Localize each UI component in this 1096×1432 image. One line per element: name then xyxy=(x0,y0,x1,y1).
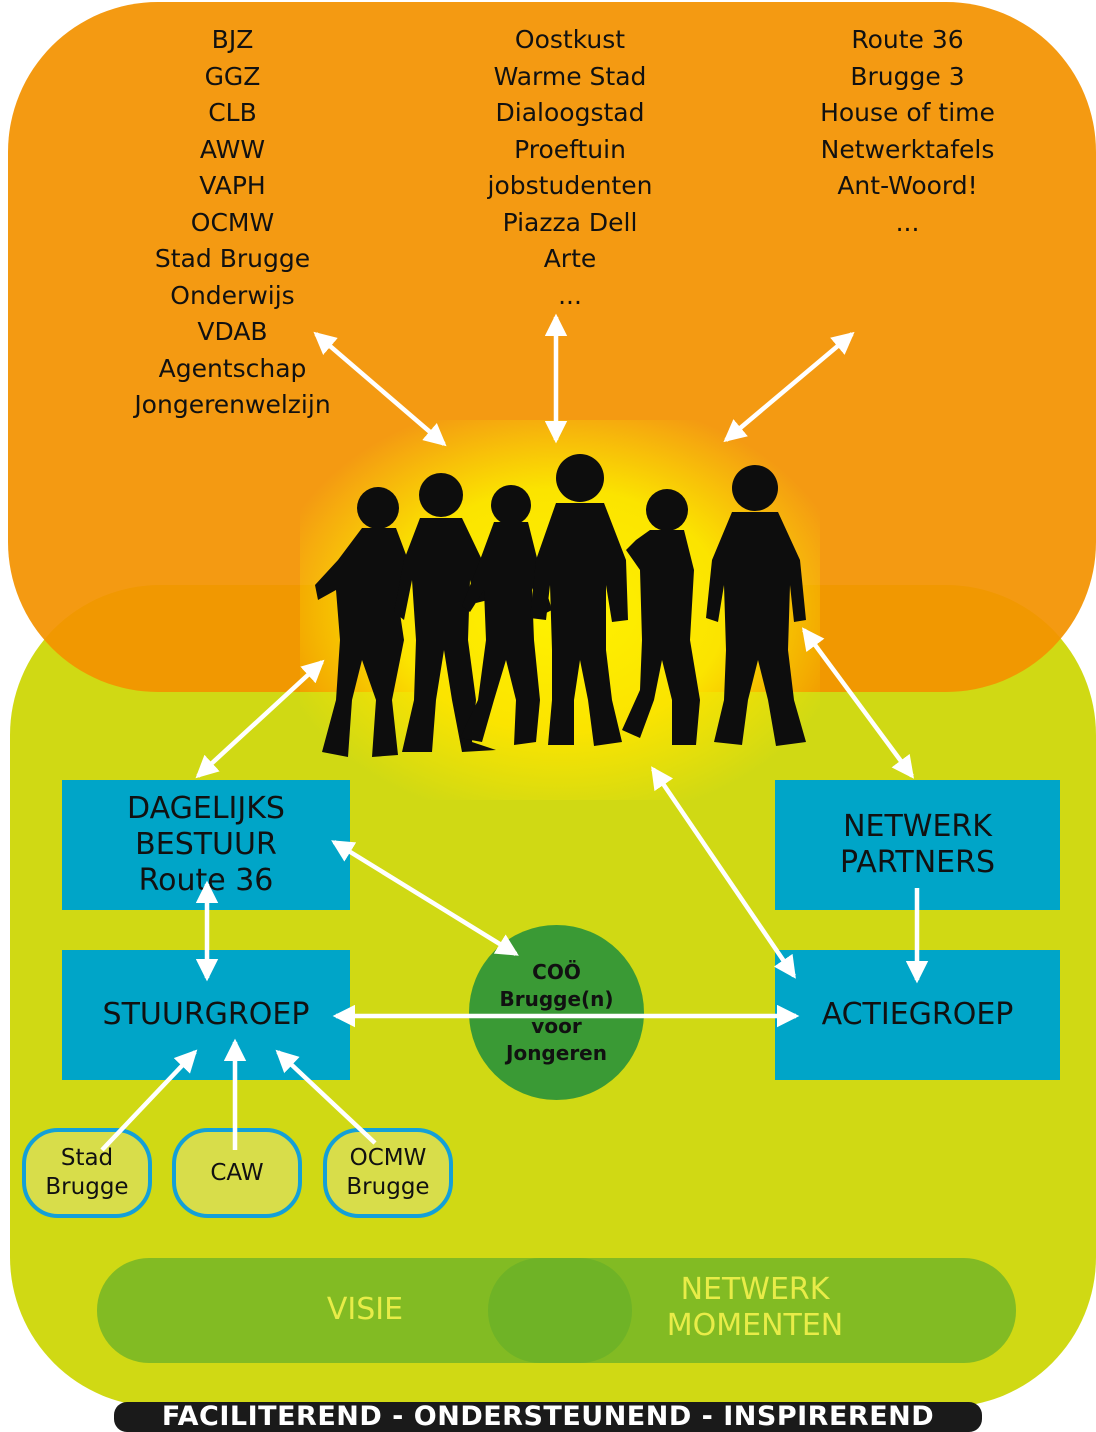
partner-item: Route 36 xyxy=(851,25,964,54)
double-arrow-icon xyxy=(331,840,519,956)
partner-item: Ant-Woord! xyxy=(837,171,978,200)
pill-line: CAW xyxy=(210,1159,264,1186)
partner-item: OCMW xyxy=(190,207,275,237)
netwerkmomenten-band xyxy=(488,1258,1016,1363)
partner-list-left: BJZ GGZ CLB AWW VAPH OCMW Stad Brugge On… xyxy=(120,22,345,424)
box-line: BESTUUR xyxy=(135,827,277,862)
partner-item: Piazza Dell xyxy=(502,207,638,237)
partner-item: VAPH xyxy=(199,171,266,200)
band-line: MOMENTEN xyxy=(666,1308,844,1343)
double-arrow-icon xyxy=(651,766,796,979)
partner-item: Dialoogstad xyxy=(495,98,645,127)
double-arrow-icon xyxy=(723,331,855,443)
single-arrow xyxy=(275,1049,377,1145)
double-arrow-icon xyxy=(801,627,915,779)
partner-item: Oostkust xyxy=(514,25,626,54)
visie-label: VISIE xyxy=(326,1292,404,1327)
partner-item: CLB xyxy=(208,98,257,127)
partner-item: Netwerktafels xyxy=(820,134,995,164)
partner-list-middle: Oostkust Warme Stad Dialoogstad Proeftui… xyxy=(445,22,695,314)
box-line: STUURGROEP xyxy=(102,997,310,1032)
pill-line: Brugge xyxy=(346,1174,430,1200)
band-line: NETWERK xyxy=(680,1272,830,1307)
pill-stad-brugge: Stad Brugge xyxy=(22,1128,152,1218)
partner-item: BJZ xyxy=(211,25,254,54)
pill-line: OCMW xyxy=(349,1145,427,1171)
partner-item: Onderwijs xyxy=(170,280,295,310)
partner-item: Proeftuin xyxy=(514,134,626,164)
box-line: PARTNERS xyxy=(840,845,995,880)
circle-line: COÖ xyxy=(532,959,581,984)
box-line: NETWERK xyxy=(843,809,992,844)
partner-item: AWW xyxy=(199,134,266,164)
partner-list-right: Route 36 Brugge 3 House of time Netwerkt… xyxy=(790,22,1025,241)
partner-item: ... xyxy=(895,207,920,237)
partner-item: jobstudenten xyxy=(487,171,653,200)
partner-item: House of time xyxy=(820,98,995,127)
partner-item: Brugge 3 xyxy=(850,61,965,91)
pill-ocmw-brugge: OCMW Brugge xyxy=(323,1128,453,1218)
partner-item: Jongerenwelzijn xyxy=(134,390,331,419)
partner-item: Stad Brugge xyxy=(154,244,311,273)
single-arrow xyxy=(100,1049,198,1152)
partner-item: Arte xyxy=(543,244,597,273)
partner-item: GGZ xyxy=(204,61,261,91)
circle-line: Jongeren xyxy=(506,1040,607,1065)
pill-line: Brugge xyxy=(45,1174,129,1200)
box-line: ACTIEGROEP xyxy=(821,997,1014,1032)
partner-item: Warme Stad xyxy=(493,61,647,91)
double-arrow-icon xyxy=(195,659,325,779)
box-line: DAGELIJKS xyxy=(127,791,285,826)
partner-item: Agentschap xyxy=(158,353,307,383)
partner-item: VDAB xyxy=(197,317,268,346)
partner-item: ... xyxy=(558,280,582,310)
double-arrow-icon xyxy=(313,331,447,447)
footer-banner: FACILITEREND - ONDERSTEUNEND - INSPIRERE… xyxy=(114,1402,982,1432)
netwerkmomenten-label: NETWERK MOMENTEN xyxy=(640,1272,870,1344)
